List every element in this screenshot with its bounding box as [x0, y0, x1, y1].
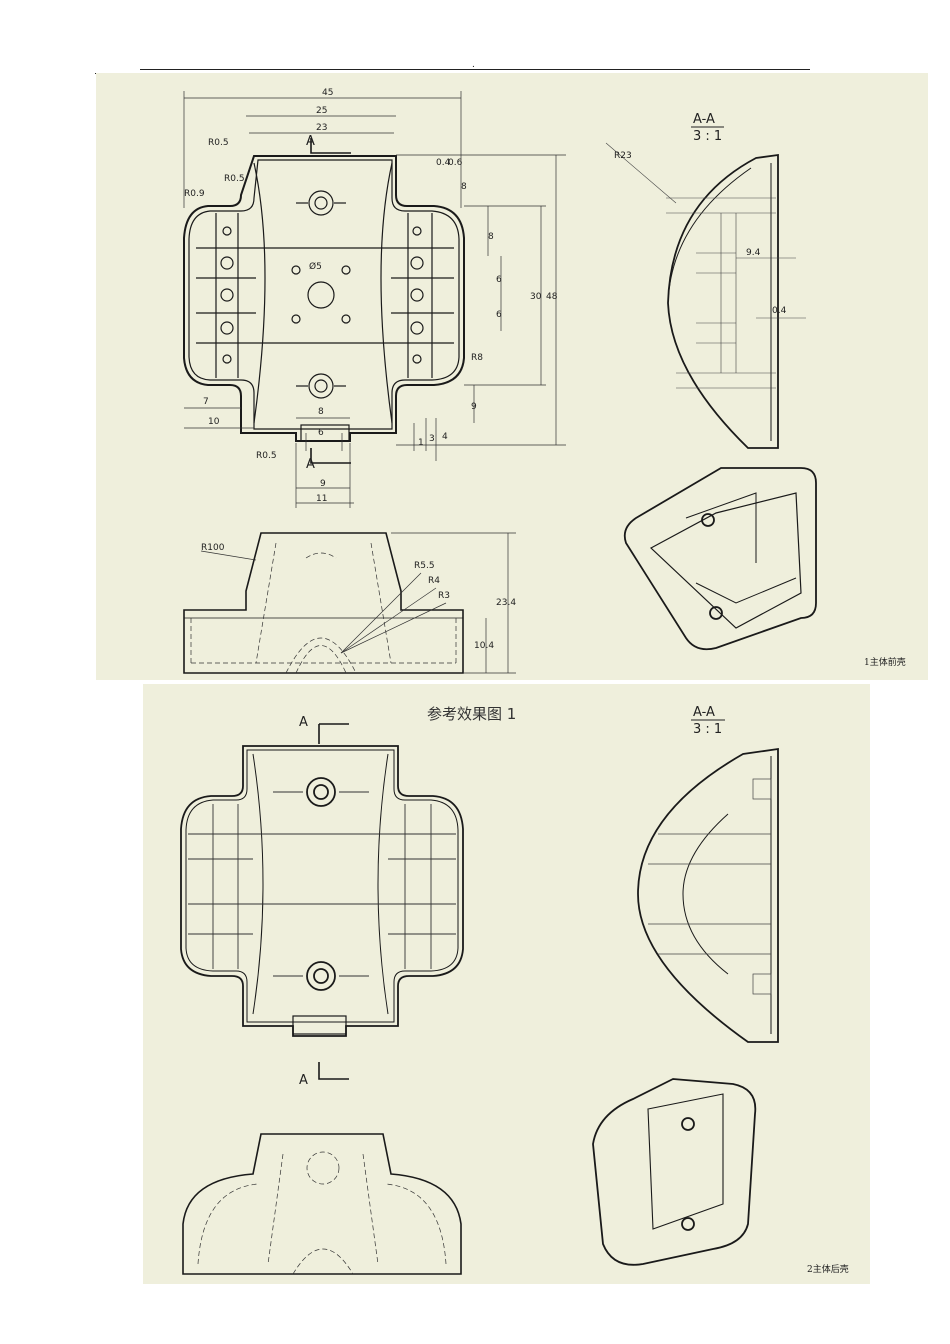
- dim-r05-a: R0.5: [208, 138, 229, 148]
- dim-8-c: 8: [318, 407, 324, 417]
- dim-7: 7: [203, 397, 209, 407]
- dim-3: 3: [429, 434, 435, 444]
- dim-6-b: 6: [496, 310, 502, 320]
- rear-shell-drawing: A A A-A 3 : 1: [180, 705, 779, 1275]
- dim-0-4-b: 0.4: [772, 306, 787, 316]
- dim-10: 10: [208, 417, 220, 427]
- drawing-sheet-rear-shell: A A A-A 3 : 1 参考效果图 1 2主体后壳: [143, 684, 870, 1284]
- drawing-sheet-front-shell: 45 25 23 R0.5 R0.5 R0.9 R0.5 0.4 0.6 8 8…: [96, 73, 928, 680]
- dim-23-4: 23.4: [496, 598, 516, 608]
- dim-r09: R0.9: [184, 189, 205, 199]
- cut-label-top-rear: A: [299, 715, 308, 730]
- dim-6-c: 6: [318, 428, 324, 438]
- dim-6-a: 6: [496, 275, 502, 285]
- caption-rear-shell: 2主体后壳: [807, 1265, 849, 1275]
- dim-10-4: 10.4: [474, 641, 494, 651]
- cut-label-bottom-rear: A: [299, 1073, 308, 1088]
- dim-9-4: 9.4: [746, 248, 761, 258]
- dim-06: 0.6: [448, 158, 463, 168]
- dim-r05-c: R0.5: [256, 451, 277, 461]
- section-label: A-A: [693, 112, 715, 127]
- header-dot: .: [472, 60, 475, 70]
- section-scale-rear: 3 : 1: [693, 722, 722, 737]
- dim-25: 25: [316, 106, 327, 116]
- dim-48: 48: [546, 292, 558, 302]
- dim-r4: R4: [428, 576, 440, 586]
- section-label-rear: A-A: [693, 705, 715, 720]
- dim-r23: R23: [614, 151, 632, 161]
- dim-r5-5: R5.5: [414, 561, 435, 571]
- dim-dia5: Ø5: [309, 261, 322, 272]
- section-scale: 3 : 1: [693, 129, 722, 144]
- dim-04: 0.4: [436, 158, 451, 168]
- dim-8-b: 8: [488, 232, 494, 242]
- dim-9: 9: [471, 402, 477, 412]
- dim-8-a: 8: [461, 182, 467, 192]
- dim-30: 30: [530, 292, 542, 302]
- caption-front-shell: 1主体前壳: [864, 658, 906, 668]
- dim-11: 11: [316, 494, 327, 504]
- dim-r05-b: R0.5: [224, 174, 245, 184]
- dim-1: 1: [418, 438, 424, 448]
- cut-label-top: A: [306, 134, 315, 149]
- dim-45: 45: [322, 88, 333, 98]
- reference-title: 参考效果图 1: [427, 705, 517, 723]
- dim-9-b: 9: [320, 479, 326, 489]
- dim-r3: R3: [438, 591, 450, 601]
- front-shell-drawing: 45 25 23 R0.5 R0.5 R0.9 R0.5 0.4 0.6 8 8…: [183, 88, 817, 674]
- dim-r100: R100: [201, 543, 225, 553]
- header-rule: [140, 69, 810, 70]
- cut-label-bottom: A: [306, 457, 315, 472]
- dim-r8: R8: [471, 353, 483, 363]
- dim-4: 4: [442, 432, 448, 442]
- dim-23: 23: [316, 123, 327, 133]
